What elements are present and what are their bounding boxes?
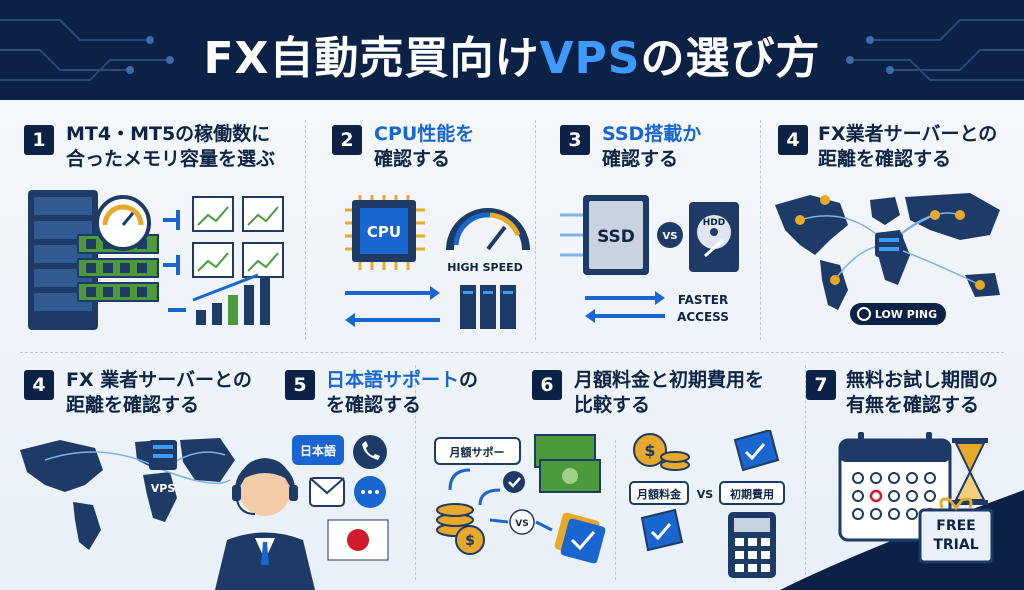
cpu-illustration: CPU HIGH SPEED <box>345 195 530 329</box>
step-2-number: 2 <box>332 125 362 155</box>
step-7-title: 無料お試し期間の有無を確認する <box>846 369 999 416</box>
location-pin-icon <box>795 195 985 290</box>
cpu-chip-icon <box>345 195 425 270</box>
vs-fee-label: VS <box>697 488 714 501</box>
high-speed-label: HIGH SPEED <box>447 261 523 274</box>
initial-fee-label: 初期費用 <box>730 487 774 501</box>
low-ping-label: LOW PING <box>875 308 937 321</box>
price-tag-icon <box>554 512 606 564</box>
monthly-fee-label: 月額料金 <box>636 487 682 501</box>
chat-icon <box>354 476 386 508</box>
hdd-label: HDD <box>703 218 725 228</box>
svg-text:$: $ <box>465 533 475 549</box>
pricing-illustration: 月額サポー $ VS $ 月額料金 VS 初期費用 <box>434 430 785 578</box>
phone-icon <box>353 435 387 469</box>
cash-icon <box>534 434 601 493</box>
growth-bars-icon <box>196 277 270 325</box>
step-1-title: MT4・MT5の稼働数に合ったメモリ容量を選ぶ <box>66 123 276 170</box>
trial-label: TRIAL <box>933 537 978 553</box>
divider <box>805 365 806 580</box>
faster-label: FASTER <box>678 293 728 307</box>
step-6-title: 月額料金と初期費用を比較する <box>574 369 765 416</box>
step-4b-title: FX 業者サーバーとの距離を確認する <box>66 369 252 416</box>
divider <box>535 120 536 340</box>
japan-flag-icon <box>327 519 389 561</box>
dollar-coin-icon: $ <box>455 525 485 555</box>
divider <box>760 120 761 340</box>
coin-icon: $ <box>633 433 690 471</box>
step-4-number: 4 <box>778 125 808 155</box>
step-7-number: 7 <box>806 370 836 400</box>
header-banner: FX自動売買向けVPSの選び方 <box>0 0 1024 100</box>
free-trial-illustration: FREE TRIAL <box>780 432 1024 590</box>
tag-check-icon <box>733 430 780 472</box>
tag-check-icon <box>640 508 684 552</box>
step-6-number: 6 <box>532 370 562 400</box>
divider <box>415 365 416 580</box>
monthly-support-label: 月額サポー <box>449 445 505 459</box>
gauge-icon <box>95 195 151 251</box>
ssd-label: SSD <box>597 227 635 247</box>
chart-window-icon <box>192 196 284 278</box>
ssd-hdd-illustration: SSD VS HDD FASTER ACCESS <box>560 195 739 324</box>
divider <box>305 120 306 340</box>
circuit-decoration <box>0 19 1024 81</box>
vs-small-label: VS <box>515 519 528 529</box>
nihongo-label: 日本語 <box>300 443 336 458</box>
ssd-icon <box>583 195 649 275</box>
divider <box>615 440 616 580</box>
svg-text:$: $ <box>644 441 655 460</box>
access-label: ACCESS <box>677 310 729 324</box>
step-3-title: SSD搭載か確認する <box>602 123 702 170</box>
vps-label: VPS <box>151 482 176 495</box>
step-4-title: FX業者サーバーとの距離を確認する <box>818 123 998 170</box>
mail-icon <box>309 477 345 507</box>
step-5-title: 日本語サポートのを確認する <box>326 369 479 416</box>
free-label: FREE <box>936 518 975 534</box>
check-circle-icon <box>503 471 525 493</box>
japanese-speech-bubble <box>292 435 344 465</box>
step-1-number: 1 <box>24 125 54 155</box>
step-4b-number: 4 <box>24 370 54 400</box>
server-tower-icon <box>460 285 516 329</box>
low-ping-badge <box>850 303 946 325</box>
speedometer-icon <box>446 208 530 251</box>
server-icon <box>149 440 177 470</box>
vps-support-illustration: VPS 日本語 <box>20 435 389 590</box>
initial-fee-tag <box>719 481 785 505</box>
divider <box>20 352 1004 353</box>
gift-box-icon <box>918 497 994 564</box>
world-map-illustration: LOW PING <box>775 193 1000 325</box>
cpu-label: CPU <box>367 223 401 241</box>
ping-icon <box>857 307 871 321</box>
page-title: FX自動売買向けVPSの選び方 <box>203 33 821 84</box>
monthly-support-tag <box>434 437 521 465</box>
vs-label: VS <box>663 231 678 242</box>
step-3-number: 3 <box>560 125 590 155</box>
hourglass-icon <box>952 438 988 505</box>
monthly-fee-tag <box>629 481 689 505</box>
server-icon <box>875 233 903 257</box>
step-5-number: 5 <box>285 370 315 400</box>
hdd-icon <box>689 202 739 272</box>
server-memory-illustration <box>28 190 284 330</box>
world-map-icon <box>20 438 235 550</box>
calculator-icon <box>728 512 776 578</box>
step-2-title: CPU性能を確認する <box>374 123 475 170</box>
support-agent-icon <box>215 458 315 590</box>
